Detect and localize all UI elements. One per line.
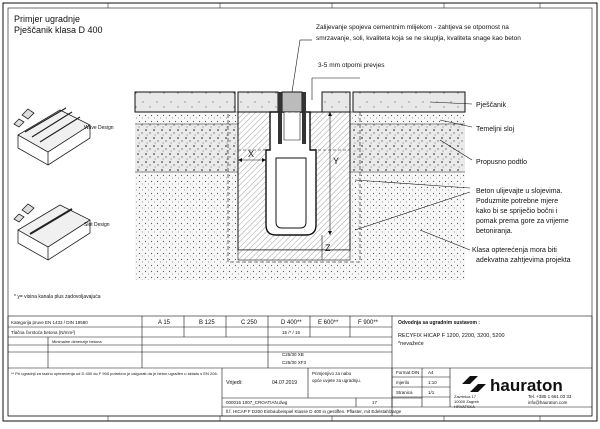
row2-label: Tlačna čvrstoća betona (N/mm²) xyxy=(11,330,76,335)
leader-lines xyxy=(291,39,473,251)
dim-x: X xyxy=(248,149,254,159)
class-b125: B 125 xyxy=(199,320,215,326)
foundation-outline xyxy=(227,111,361,263)
drawing-description: ll.f. HICAP F D200 Einbaubeispiel Klasse… xyxy=(226,409,402,414)
paver-left xyxy=(134,91,236,113)
phone: Tel. +385 1 661 03 33 xyxy=(528,394,572,399)
beton-note-line1: Beton ulijevajte u slojevima. xyxy=(476,188,562,195)
frame-left xyxy=(278,92,282,144)
address-line3: HRVATSKA xyxy=(454,404,475,409)
fixing-title: Odvodnja sa ugradnim sustavom : xyxy=(398,320,480,326)
paver-inner-left xyxy=(237,91,279,113)
class-f900: F 900** xyxy=(358,320,379,326)
fixing-list: RECYFIX HICAP F 1200, 2200, 3200, 5200 xyxy=(398,333,505,339)
table-header-label: Kategorija pruve EN 1433 / DIN 19580 xyxy=(11,320,88,325)
klasa-note-line1: Klasa opterećenja mora biti xyxy=(472,247,557,254)
channel-inner xyxy=(275,157,307,229)
email: info@hauraton.com xyxy=(528,400,568,405)
slot-design-sketch xyxy=(13,203,91,261)
list-label: Stranica xyxy=(396,390,413,395)
gap-note: 3-5 mm otporni prevjes xyxy=(318,62,385,69)
paver-inner-right xyxy=(321,91,351,113)
frame-right xyxy=(302,92,306,144)
title-line2: Pješčanik klasa D 400 xyxy=(14,25,103,35)
seal-note-line1: Zalijevanje spojeva cementnim mlijekom -… xyxy=(316,24,509,31)
format-label: Format DIN xyxy=(396,370,419,375)
label-podtlo: Propusno podtlo xyxy=(476,159,527,166)
disclaimer: ** Pri ugradnji za razinu opterećenja od… xyxy=(11,371,218,376)
brand-name: hauraton xyxy=(490,376,563,395)
format-value: A4 xyxy=(428,370,434,375)
beton-note-line4: pomak prema gore za vrijeme xyxy=(476,218,569,225)
klasa-note-line2: adekvatna zahtjevima projekta xyxy=(476,257,571,264)
row2-value: 15 /* / 15 xyxy=(282,330,301,335)
beton-note-line5: betoniranja. xyxy=(476,228,513,235)
class-c250: C 250 xyxy=(241,320,258,326)
classification-table xyxy=(7,315,593,417)
address-line1: Zavrtnica 17 xyxy=(454,394,477,399)
row3-value: C25/30 XB xyxy=(282,352,304,357)
paver-right xyxy=(352,91,466,113)
class-e600: E 600** xyxy=(318,320,339,326)
label-pjescanik: Pješčanik xyxy=(476,102,506,109)
grating xyxy=(281,91,303,113)
row3-label: Minimalne dimenzije betona xyxy=(52,339,102,344)
vrijedi-date: 04.07.2019 xyxy=(272,380,297,386)
file-name: 000015 1007_CROATIAN.dwg xyxy=(226,400,288,405)
slot-design-label: Slot Design xyxy=(84,222,110,228)
row4-value: C25/30 XF3 xyxy=(282,360,307,365)
beton-note-line3: kako bi se spriječio bočni i xyxy=(476,208,558,215)
wave-design-sketch xyxy=(13,107,91,166)
wave-design-label: Wave Design xyxy=(84,125,114,131)
footnote: * y= visina kanala plus zadovoljavajuća xyxy=(14,294,101,300)
file-rev: 17 xyxy=(372,400,378,405)
beton-note-line2: Poduzmite potrebne mjere xyxy=(476,198,558,205)
address-line2: 10000 Zagreb xyxy=(454,399,480,404)
list-value: 1/1 xyxy=(428,390,435,395)
cross-section: X Y Z xyxy=(134,77,466,280)
sheet-border xyxy=(2,2,598,422)
grid-ticks xyxy=(107,3,541,421)
seal-note-line2: smrzavanje, soli, kvaliteta koja se ne s… xyxy=(316,35,521,42)
tb-note-line2: opće uvjete za ugradnju. xyxy=(312,378,361,383)
hauraton-logo: hauraton xyxy=(462,376,563,395)
tb-note-line1: Primjenjivo za nabo xyxy=(312,371,352,376)
mjerilo-value: 1:10 xyxy=(428,380,437,385)
mjerilo-label: mjerilo xyxy=(396,380,410,385)
vrijedi-label: Vrijedi: xyxy=(226,380,243,386)
class-a15: A 15 xyxy=(158,320,171,326)
label-temeljni: Temeljni sloj xyxy=(476,126,515,133)
title-line1: Primjer ugradnje xyxy=(14,14,80,24)
dim-z: Z xyxy=(325,243,331,253)
class-d400: D 400** xyxy=(281,320,302,326)
dim-y: Y xyxy=(333,156,339,166)
fixing-sub: *nevažeće xyxy=(398,341,424,347)
